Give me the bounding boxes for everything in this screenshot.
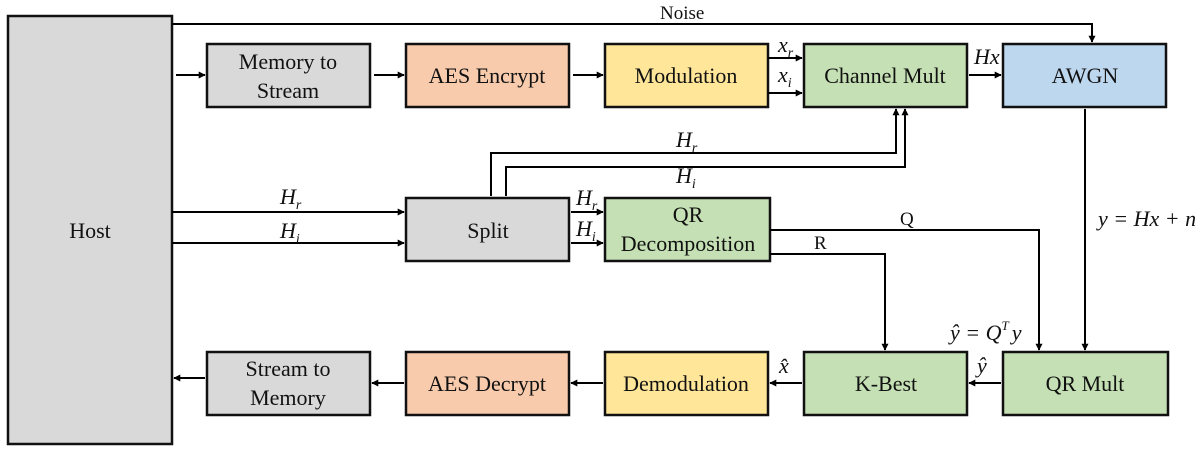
awgn-label: AWGN — [1052, 63, 1119, 88]
memory-to-stream-label-line1: Memory to — [239, 49, 337, 74]
hi-host-label: Hi — [279, 218, 300, 247]
split-hr-to-channel-arrow — [490, 108, 900, 196]
qr-decomposition-block: QR Decomposition — [603, 196, 772, 263]
qr-mult-block: QR Mult — [1001, 350, 1170, 417]
aes-decrypt-block: AES Decrypt — [404, 350, 571, 417]
hx-label: Hx — [973, 44, 1000, 69]
y-hat-label: ŷ — [975, 353, 987, 378]
noise-label: Noise — [660, 3, 704, 24]
xr-label: xr — [777, 32, 794, 61]
aes-encrypt-label: AES Encrypt — [429, 63, 546, 88]
qr-decomposition-label-line2: Decomposition — [621, 231, 755, 256]
modulation-label: Modulation — [635, 63, 738, 88]
hi-split-label: Hi — [575, 216, 596, 245]
hr-channel-label: Hr — [675, 127, 698, 156]
x-hat-label: x̂ — [778, 353, 789, 378]
stream-to-memory-label-line2: Memory — [250, 385, 326, 410]
qr-decomposition-label-line1: QR — [673, 202, 704, 227]
channel-mult-label: Channel Mult — [824, 63, 946, 88]
q-arrow — [770, 229, 1043, 351]
r-arrow — [770, 253, 889, 351]
split-block: Split — [404, 196, 571, 263]
memory-to-stream-block: Memory to Stream — [205, 42, 372, 109]
qr-mult-label: QR Mult — [1046, 371, 1125, 396]
demodulation-label: Demodulation — [623, 371, 749, 396]
split-label: Split — [467, 218, 509, 243]
y-equation-label: y = Hx + n — [1096, 206, 1196, 231]
hi-channel-label: Hi — [675, 163, 696, 192]
split-hi-to-channel-arrow — [505, 108, 909, 196]
memory-to-stream-label-line2: Stream — [257, 78, 319, 103]
aes-decrypt-label: AES Decrypt — [428, 371, 546, 396]
xi-label: xi — [777, 62, 792, 91]
q-label: Q — [900, 209, 914, 230]
host-block: Host — [6, 14, 174, 446]
channel-mult-block: Channel Mult — [802, 42, 969, 109]
hr-host-label: Hr — [279, 184, 302, 213]
modulation-block: Modulation — [603, 42, 770, 109]
demodulation-block: Demodulation — [603, 350, 770, 417]
k-best-label: K-Best — [855, 371, 917, 396]
r-label: R — [814, 233, 827, 254]
noise-arrow — [172, 23, 1096, 43]
hr-split-label: Hr — [575, 185, 598, 214]
k-best-block: K-Best — [802, 350, 969, 417]
stream-to-memory-label-line1: Stream to — [246, 356, 331, 381]
host-label: Host — [69, 218, 111, 243]
aes-encrypt-block: AES Encrypt — [404, 42, 571, 109]
stream-to-memory-block: Stream to Memory — [205, 350, 372, 417]
awgn-block: AWGN — [1001, 42, 1168, 109]
